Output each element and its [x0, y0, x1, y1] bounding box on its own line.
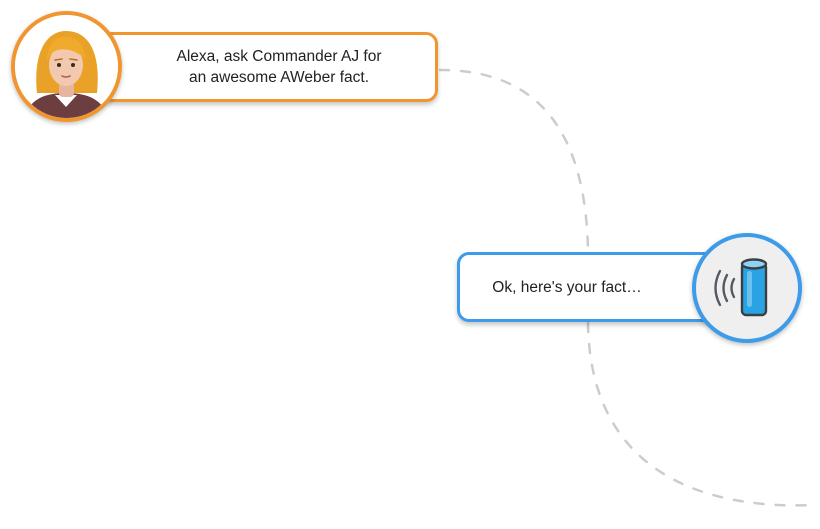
user-speech-line-1: Alexa, ask Commander AJ for [176, 48, 382, 65]
alexa-speech-text: Ok, here's your fact… [492, 278, 642, 296]
alexa-speech-bubble: Ok, here's your fact… [457, 252, 717, 322]
user-avatar [11, 11, 122, 122]
connector-user-to-alexa [438, 68, 590, 252]
woman-avatar-icon [15, 15, 118, 118]
user-speech-line-2: an awesome AWeber fact. [188, 69, 370, 86]
user-speech-bubble: Alexa, ask Commander AJ for an awesome A… [100, 32, 438, 102]
alexa-avatar [692, 233, 802, 343]
echo-speaker-icon [714, 258, 768, 317]
connector-alexa-onward [586, 321, 817, 507]
sound-wave-icon [730, 277, 736, 299]
